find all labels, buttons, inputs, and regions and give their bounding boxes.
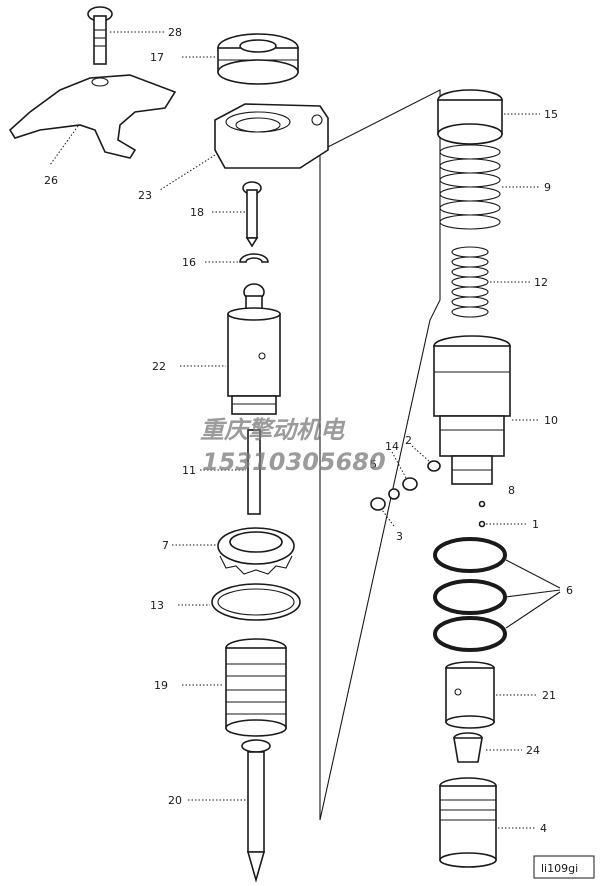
part-18-pin <box>242 181 262 248</box>
label-2: 2 <box>405 434 412 447</box>
part-24-valve <box>453 732 483 763</box>
leader-6b <box>505 589 561 598</box>
part-9-spring <box>439 144 501 230</box>
leader-2 <box>411 445 431 463</box>
part-6-orings <box>433 537 507 652</box>
connection-outline <box>319 89 441 821</box>
label-5: 5 <box>370 458 377 471</box>
part-19-housing <box>225 638 287 737</box>
leader-6c <box>505 591 561 629</box>
part-12-spring <box>451 246 489 318</box>
part-14-seat <box>402 477 418 491</box>
part-1-pin <box>478 520 486 528</box>
label-16: 16 <box>182 256 196 269</box>
label-11: 11 <box>182 464 196 477</box>
part-16-circlip <box>239 253 269 263</box>
label-13: 13 <box>150 599 164 612</box>
part-2-screw <box>427 460 441 472</box>
label-8: 8 <box>508 484 515 497</box>
label-23: 23 <box>138 189 152 202</box>
label-24: 24 <box>526 744 540 757</box>
part-21-spacer <box>445 661 495 729</box>
label-3: 3 <box>396 530 403 543</box>
part-15-cap <box>437 89 503 145</box>
label-4: 4 <box>540 822 547 835</box>
part-10-body <box>433 335 511 485</box>
label-19: 19 <box>154 679 168 692</box>
part-11-rod <box>247 429 261 515</box>
watermark-phone: 15310305680 <box>202 448 386 476</box>
part-4-nut <box>439 777 497 868</box>
label-22: 22 <box>152 360 166 373</box>
leader-23 <box>159 154 216 191</box>
label-21: 21 <box>542 689 556 702</box>
part-20-needle <box>241 739 271 883</box>
part-28-bolt <box>87 6 113 65</box>
label-26: 26 <box>44 174 58 187</box>
part-17-cap <box>217 33 299 85</box>
label-28: 28 <box>168 26 182 39</box>
label-18: 18 <box>190 206 204 219</box>
part-8-pin <box>478 500 486 508</box>
leader-26 <box>49 125 79 166</box>
leader-6a <box>505 559 561 589</box>
label-15: 15 <box>544 108 558 121</box>
part-22-plunger <box>227 283 281 415</box>
part-23-block <box>214 103 329 169</box>
label-7: 7 <box>162 539 169 552</box>
figure-id: li109gi <box>541 862 578 875</box>
label-20: 20 <box>168 794 182 807</box>
part-13-ring <box>211 583 301 621</box>
part-5-ball <box>388 488 400 500</box>
label-14: 14 <box>385 440 399 453</box>
part-26-clamp <box>8 74 177 159</box>
leader-14 <box>391 451 407 479</box>
label-10: 10 <box>544 414 558 427</box>
part-7-nut <box>217 527 295 575</box>
part-3-plug <box>370 497 386 511</box>
label-9: 9 <box>544 181 551 194</box>
watermark-company: 重庆擎动机电 <box>200 416 346 444</box>
figure-id-box <box>533 855 595 879</box>
label-17: 17 <box>150 51 164 64</box>
label-1: 1 <box>532 518 539 531</box>
label-12: 12 <box>534 276 548 289</box>
label-6: 6 <box>566 584 573 597</box>
